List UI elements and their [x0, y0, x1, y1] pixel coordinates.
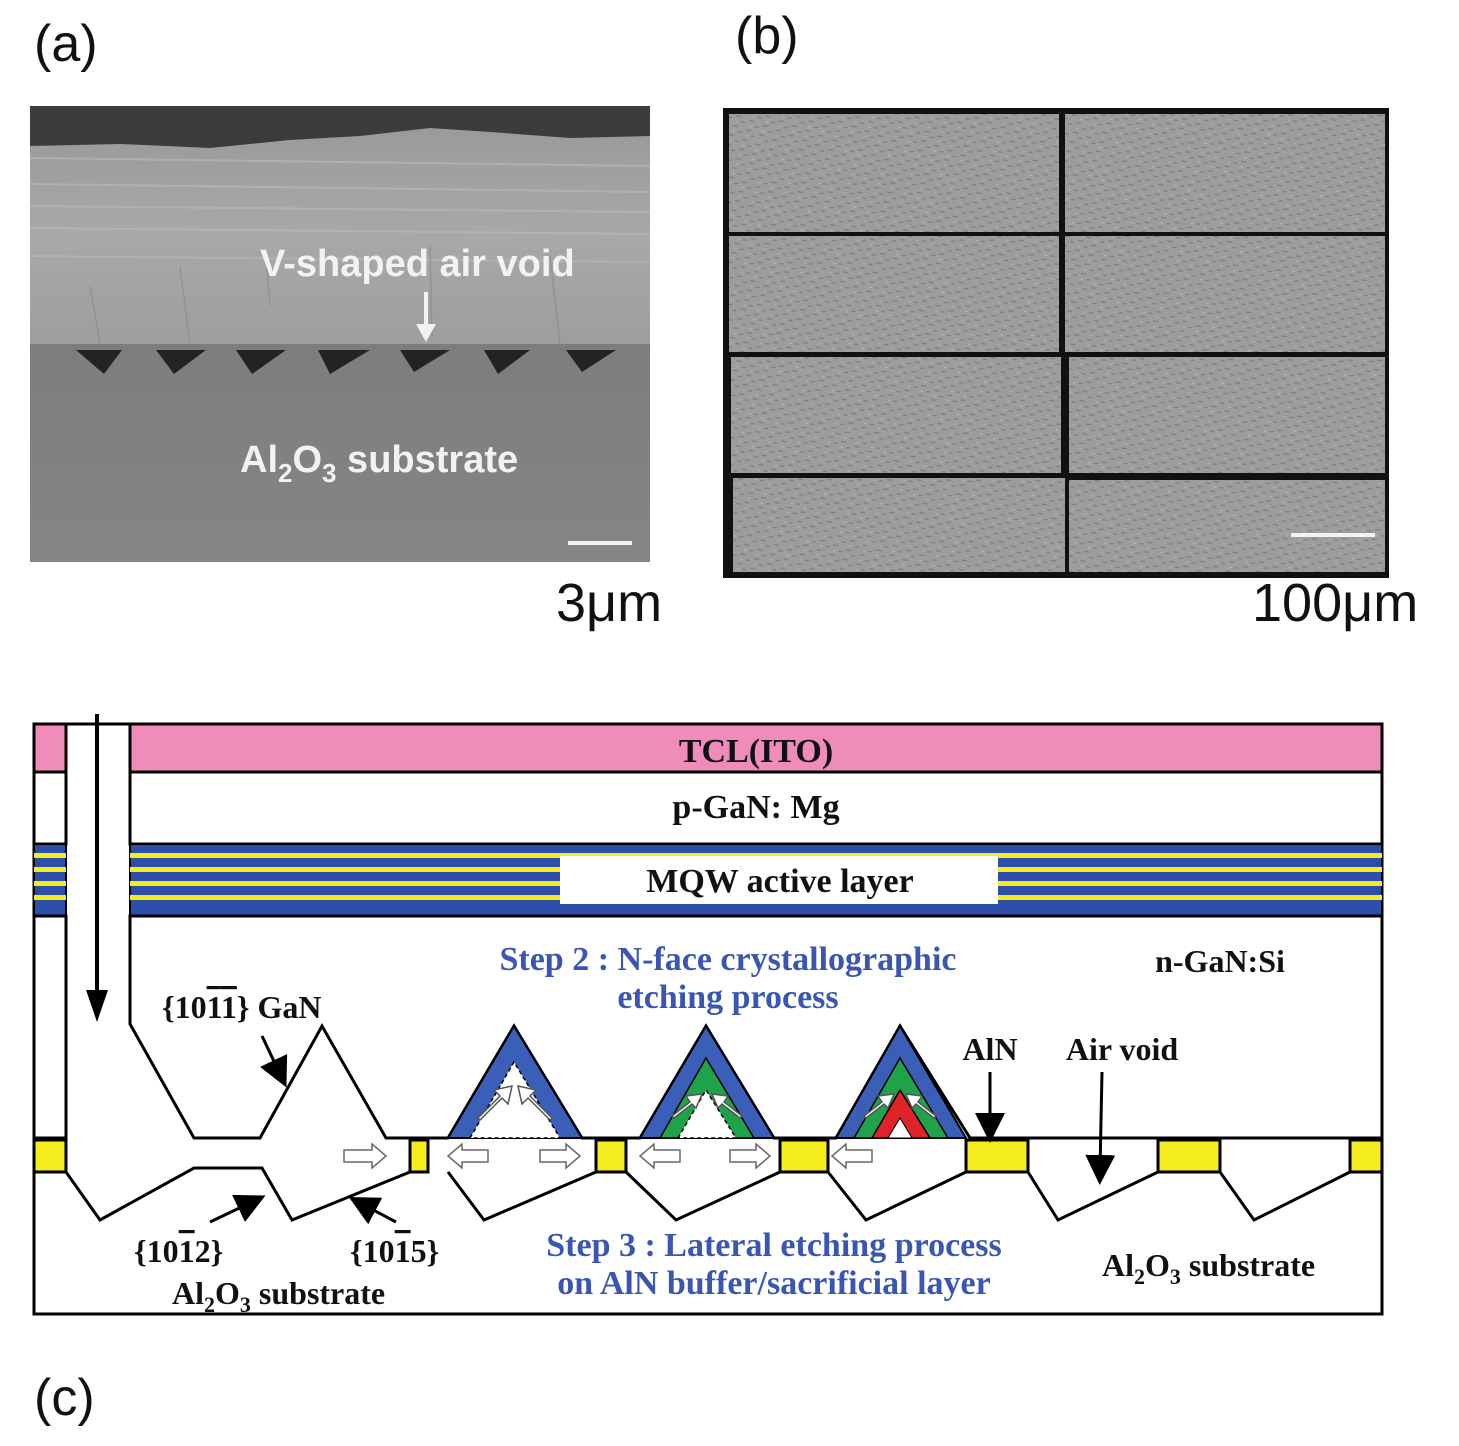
air-void-arrow	[1085, 1071, 1116, 1185]
substrate-profile	[64, 1166, 1351, 1222]
mesa-tiles	[729, 114, 1385, 572]
facet-gan-label: {1011} GaN	[162, 989, 321, 1025]
mqw-label: MQW active layer	[646, 863, 914, 900]
tcl-layer	[128, 722, 1384, 774]
sapphire-substrate	[30, 344, 650, 562]
p-gan-left	[32, 770, 68, 846]
scale-label-b: 100μm	[1252, 573, 1419, 633]
void-arrow	[416, 292, 436, 342]
gan-epilayer	[30, 128, 650, 344]
n-gan-left	[32, 914, 68, 1140]
panel-a-label: (a)	[34, 15, 98, 73]
substrate-label-right: Al2O3 substrate	[1102, 1247, 1315, 1289]
panel-c-label: (c)	[34, 1369, 95, 1427]
aln-label: AlN	[962, 1031, 1017, 1067]
etch-pyramid-2	[638, 1024, 776, 1139]
etch-direction-arrows	[476, 1085, 938, 1122]
n-gan-label: n-GaN:Si	[1155, 943, 1285, 979]
aln-layer	[32, 1138, 1384, 1174]
sem-cross-section-image: V-shaped air void Al2O3 substrate	[30, 106, 650, 562]
facet-sub1-arrow	[209, 1194, 266, 1224]
facet-sub2-arrow	[348, 1196, 397, 1225]
etch-pyramid-1	[446, 1024, 584, 1139]
facet-sub1-label: {1012}	[134, 1233, 223, 1269]
facet-gan-arrow	[260, 1035, 288, 1088]
air-void-label: Air void	[1066, 1031, 1179, 1067]
scale-label-a: 3μm	[556, 573, 663, 633]
p-gan-layer	[128, 770, 1384, 846]
sem-top-view-image	[723, 108, 1389, 578]
led-schematic: TCL(ITO) p-GaN: Mg MQW active layer n-Ga…	[32, 714, 1384, 1317]
lateral-etch-arrows	[343, 1142, 873, 1170]
p-gan-label: p-GaN: Mg	[672, 789, 839, 826]
step2-line1: Step 2 : N-face crystallographic	[499, 941, 956, 978]
step3-line2: on AlN buffer/sacrificial layer	[557, 1265, 990, 1302]
etch-pyramid-3	[834, 1024, 968, 1139]
tcl-layer-left	[32, 722, 68, 774]
n-gan-layer	[128, 914, 1384, 1140]
mqw-layer	[33, 843, 1383, 917]
step2-line2: etching process	[617, 979, 838, 1016]
step3-line1: Step 3 : Lateral etching process	[546, 1227, 1001, 1264]
down-arrow-head	[86, 990, 108, 1022]
tcl-label: TCL(ITO)	[679, 733, 833, 770]
v-voids	[76, 350, 616, 374]
substrate-label-left: Al2O3 substrate	[172, 1275, 385, 1317]
void-annotation: V-shaped air void	[260, 243, 575, 285]
panel-b-label: (b)	[735, 7, 799, 65]
facet-sub2-label: {1015}	[350, 1233, 439, 1269]
sem-substrate-label: Al2O3 substrate	[240, 439, 518, 488]
